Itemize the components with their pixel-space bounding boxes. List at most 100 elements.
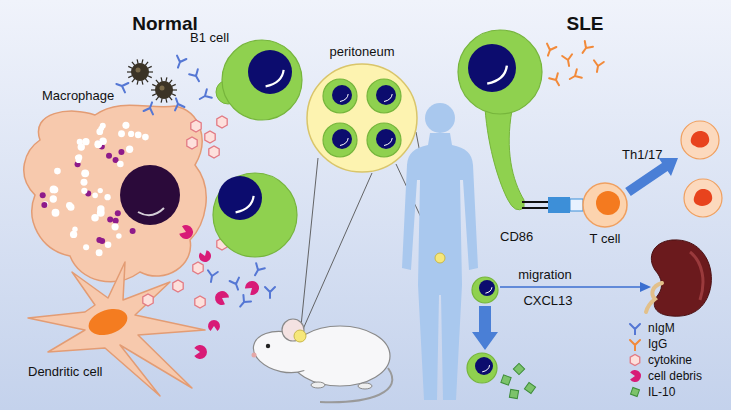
cytokine-symbol	[173, 280, 183, 292]
cd86-stalk	[522, 201, 549, 203]
migration-arrow	[500, 286, 641, 287]
cytokine-symbol	[217, 116, 227, 128]
b1-nucleus	[376, 85, 396, 105]
il10-symbol	[501, 375, 511, 385]
granule	[81, 188, 87, 194]
secretion-arrow	[472, 306, 498, 350]
peritoneum-spot	[294, 330, 306, 342]
th-cell	[681, 121, 719, 159]
b1-nucleus	[332, 129, 352, 149]
mouse-body	[290, 326, 390, 386]
b1-cell	[323, 79, 357, 113]
granule	[142, 134, 149, 141]
nucleus-highlight	[340, 138, 348, 146]
granule	[78, 143, 85, 150]
pathogen-body	[155, 81, 173, 99]
antibody-symbol	[197, 89, 212, 103]
macrophage-body	[24, 105, 206, 282]
granule	[128, 131, 134, 137]
peritoneum-outline	[305, 62, 419, 174]
granule	[96, 249, 103, 256]
granule	[116, 233, 122, 239]
antibody-symbol	[630, 324, 640, 335]
debris-symbol	[215, 291, 229, 305]
legend-swatch	[628, 337, 642, 351]
pathogen	[151, 77, 177, 102]
cytokine-symbol	[193, 262, 203, 274]
granule	[122, 122, 129, 129]
legend-swatch	[628, 385, 642, 399]
legend-row: IgG	[628, 336, 702, 352]
granule	[126, 146, 133, 153]
granule-purple	[96, 237, 102, 243]
peritoneum-spot	[435, 253, 445, 263]
nucleus-highlight	[384, 138, 392, 146]
granule	[96, 128, 103, 135]
th-cell	[684, 179, 722, 217]
granule	[51, 186, 58, 193]
cytokine-symbol	[187, 137, 197, 149]
granule	[75, 155, 80, 160]
molecule-label: CXCL13	[523, 292, 572, 309]
peritoneum-cavity	[307, 64, 417, 172]
granule	[117, 161, 124, 168]
antibody-symbol	[567, 69, 582, 83]
granule	[70, 231, 77, 238]
legend: nIgMIgGcytokinecell debrisIL-10	[628, 320, 702, 400]
antibody-symbol	[251, 263, 265, 278]
antibody-symbol	[549, 73, 563, 88]
antibody-symbol	[171, 97, 184, 111]
legend-row: IL-10	[628, 384, 702, 400]
antibody-symbol	[578, 41, 593, 56]
t-cell-nucleus	[596, 191, 620, 215]
legend-text: nIgM	[648, 321, 675, 335]
th-cell-nucleus	[691, 131, 709, 148]
peritoneum-region: peritoneum	[305, 44, 419, 176]
granule	[80, 179, 87, 186]
nucleus-highlight	[138, 208, 164, 215]
nucleus-highlight	[266, 70, 284, 87]
nucleus-highlight	[384, 94, 392, 102]
b1-nucleus	[248, 50, 292, 94]
zoom-line	[300, 173, 372, 336]
granule	[118, 130, 125, 137]
antibody-symbol	[230, 278, 243, 292]
granule-purple	[115, 210, 121, 216]
debris-symbol	[194, 345, 207, 359]
panel-heading: Normal	[132, 12, 197, 35]
b1-cell	[323, 123, 357, 157]
antibody-symbol	[592, 60, 604, 73]
legend-text: cytokine	[648, 353, 692, 367]
granule	[105, 242, 112, 249]
debris-symbol	[179, 225, 193, 239]
mouse	[250, 319, 393, 402]
kidney	[651, 240, 711, 316]
debris-symbol	[208, 320, 220, 331]
granule-purple	[118, 149, 124, 155]
granule	[81, 169, 89, 177]
nucleus-highlight	[485, 287, 492, 293]
b1-pseudopod	[485, 108, 524, 210]
nucleus-highlight	[340, 94, 348, 102]
legend-text: IL-10	[648, 385, 675, 399]
zoom-line	[300, 158, 318, 336]
granule	[104, 194, 110, 200]
antibody-symbol	[115, 79, 129, 92]
granule	[52, 209, 60, 217]
mouse-nose	[252, 353, 257, 358]
b1-cell	[367, 123, 401, 157]
legend-row: cell debris	[628, 368, 702, 384]
differentiation-arrow	[625, 158, 678, 196]
cell-name: peritoneum	[305, 44, 419, 60]
legend-swatch	[628, 353, 642, 367]
legend-swatch	[628, 321, 642, 335]
b1-cell	[472, 277, 498, 303]
mouse-foot	[311, 382, 325, 388]
granule	[42, 201, 48, 207]
cytokine-symbol	[209, 146, 219, 158]
th-cell-nucleus	[694, 189, 712, 206]
ureter	[646, 283, 662, 312]
granule	[92, 193, 98, 199]
pathogen-spot	[160, 86, 165, 91]
